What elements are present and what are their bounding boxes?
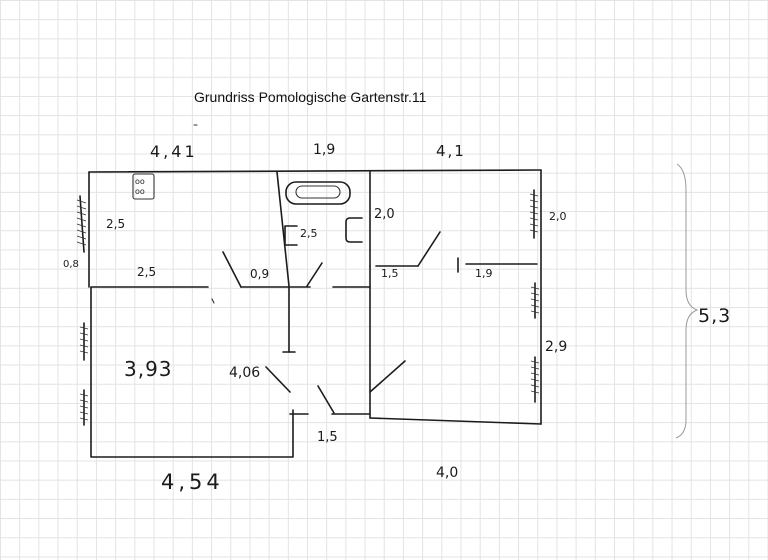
svg-text:oo: oo xyxy=(135,177,145,186)
label-kitchen-door-width: 1,5 xyxy=(381,267,399,280)
toilet-icon xyxy=(284,225,298,246)
label-bottom-right-width: 4,0 xyxy=(436,465,459,481)
label-corridor-depth: 4,06 xyxy=(229,365,261,381)
label-top-mid-width: 1,9 xyxy=(313,142,336,158)
stove-icon: oo oo xyxy=(132,173,155,200)
page-title: Grundriss Pomologische Gartenstr.11 xyxy=(194,89,427,105)
label-hall-width: 1,5 xyxy=(317,430,338,445)
curly-brace-icon xyxy=(675,163,699,439)
sink-icon xyxy=(345,217,363,243)
label-left-room-depth: 2,5 xyxy=(106,217,126,231)
wall-outline xyxy=(88,169,542,458)
label-bottom-left-width: 4,54 xyxy=(161,470,224,494)
label-right-room-depth: 2,9 xyxy=(545,339,568,355)
label-kitchen-right-depth: 2,0 xyxy=(549,210,567,223)
label-door-width-left: 0,9 xyxy=(250,267,270,281)
svg-text:oo: oo xyxy=(135,187,145,196)
door-swing-icon xyxy=(211,231,441,414)
label-left-room-width: 2,5 xyxy=(137,265,157,279)
label-bath-depth: 2,5 xyxy=(300,227,318,240)
label-overall-height: 5,3 xyxy=(698,305,732,327)
bathtub-icon xyxy=(285,181,351,205)
radiator-icon xyxy=(76,189,540,426)
label-kitchen-width: 1,9 xyxy=(475,267,493,280)
label-left-wall-small: 0,8 xyxy=(63,259,79,270)
label-big-room-depth: 3,93 xyxy=(124,357,173,381)
label-top-left-width: 4,41 xyxy=(150,142,198,161)
label-top-right-width: 4,1 xyxy=(436,142,466,160)
label-bath-top-right: 2,0 xyxy=(374,207,395,222)
